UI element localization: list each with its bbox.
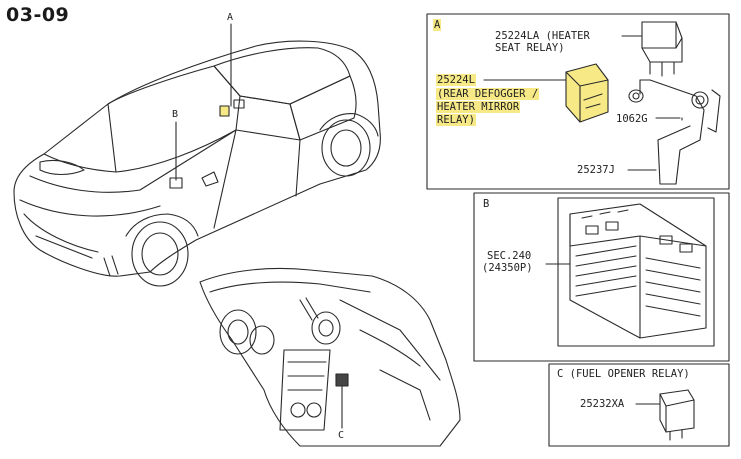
label-heater-relay-desc: SEAT RELAY): [495, 42, 565, 54]
panel-a-letter: A: [433, 19, 442, 31]
panel-c-frame: [548, 363, 730, 447]
label-heater-relay-number: 25224LA (HEATER: [495, 30, 590, 42]
panel-b-letter: B: [483, 198, 490, 210]
label-sec-line2: (24350P): [482, 262, 533, 274]
panel-b-inner: [557, 197, 715, 347]
label-rear-relay-number: 25224L: [436, 74, 476, 86]
label-rear-relay-line2: HEATER MIRROR: [436, 101, 521, 113]
fuse-block: [569, 203, 707, 339]
dashboard-illustration: [199, 267, 461, 447]
label-rear-relay-line3: RELAY): [436, 114, 476, 126]
panel-c-title: C (FUEL OPENER RELAY): [557, 368, 690, 380]
label-bolt: 1062G: [616, 113, 648, 125]
label-bracket: 25237J: [577, 164, 615, 176]
label-rear-relay-line1: (REAR DEFOGGER /: [436, 88, 540, 100]
panel-a-frame: [426, 13, 730, 190]
page-code: 03-09: [6, 4, 70, 26]
callout-b: B: [172, 109, 179, 120]
callout-a: A: [227, 12, 234, 23]
panel-a-parts: [483, 21, 721, 185]
label-fuel-relay-number: 25232XA: [580, 398, 625, 410]
car-illustration: [13, 40, 381, 287]
callout-c: C: [338, 430, 345, 441]
panel-b-frame: [473, 192, 730, 362]
fuel-relay: [659, 389, 695, 441]
label-sec-line1: SEC.240: [487, 250, 532, 262]
